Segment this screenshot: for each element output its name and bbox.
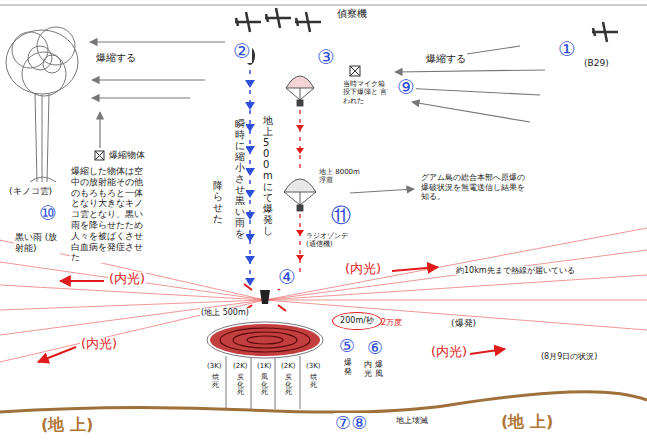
aircraft (235, 8, 618, 42)
cloud-label: (キノコ雲) (8, 186, 53, 196)
distance-label: (2K) (280, 362, 297, 370)
vertical-note: 爆風 (374, 361, 384, 379)
aircraft-label: (B29) (583, 58, 610, 68)
note-text: 爆縮した物体は空中の放射能その他のもろもろと一体となり大きなキノコ雲となり、黒い… (70, 166, 152, 263)
aircraft-label: 偵察機 (336, 8, 368, 20)
arrow-label: 爆縮する (95, 52, 137, 64)
flash-arrows (38, 267, 505, 362)
death-label: 炭化死 (236, 374, 245, 397)
ground-label: (地 上) (500, 413, 554, 431)
ground-line (0, 392, 647, 412)
circled-value: 200m/秒 (332, 312, 382, 330)
distance-label: (1K) (256, 362, 273, 370)
rain-label: 黒い雨 (放射能) (14, 232, 60, 254)
callout-number: ① (557, 38, 577, 61)
vertical-note: 地上500mにて爆発し (262, 115, 274, 236)
distance-label: (2K) (232, 362, 249, 370)
date-label: (8月9日の状況) (540, 352, 598, 361)
implosion-arrows (90, 42, 545, 193)
altitude-label: 地上 8000m浮遊 (318, 168, 362, 185)
death-label: 焼死 (309, 374, 318, 389)
object-label: 爆縮物体 (108, 150, 146, 160)
note-text: グアム島の総合本部へ原爆の爆破状況を無電送信し結果を知る。 (420, 173, 532, 202)
mushroom-cloud (6, 27, 78, 182)
sonde-box-symbol (350, 66, 360, 76)
parachute (284, 76, 316, 211)
temperature-label: 2万度 (380, 318, 403, 327)
altitude-label: (地上 500m) (200, 308, 250, 317)
flash-label: (内光) (80, 337, 118, 352)
callout-number: ③ (316, 46, 336, 69)
ground-label: (地 上) (40, 416, 94, 434)
zone-lines (226, 356, 300, 409)
distance-label: (3K) (206, 362, 223, 370)
death-label: 焼死 (211, 374, 220, 389)
vertical-note: 爆発 (343, 359, 353, 377)
detonation-bomb (260, 290, 270, 304)
callout-number: ② (232, 40, 252, 63)
bomb-box-symbol (95, 151, 104, 160)
callout-number: ⑪ (330, 204, 352, 227)
callout-number: ⑩ (38, 202, 58, 225)
callout-number: ⑥ (366, 338, 384, 359)
flash-label: (内光) (344, 262, 382, 277)
callout-number: ⑨ (396, 76, 416, 99)
sonde-box-symbol (350, 66, 360, 76)
bomb-box-symbol (95, 151, 104, 160)
callout-number: ⑤ (338, 336, 356, 357)
fall-path-red (296, 110, 304, 275)
damage-label: 地上壊滅 (395, 416, 429, 425)
callout-number: ⑦⑧ (334, 413, 368, 434)
flash-label: (内光) (108, 272, 146, 287)
vertical-note: 降らせた (212, 180, 224, 224)
vertical-note: 内光 (363, 361, 373, 379)
death-label: 風化死 (260, 374, 269, 397)
vertical-note: 瞬時に縮小させ黒い雨を (234, 118, 246, 239)
blast-label: (爆発) (450, 318, 477, 328)
arrow-label: 爆縮する (425, 53, 467, 65)
flash-label: (内光) (430, 345, 468, 360)
note-text: 当時マイク箱 投下爆弾と 言われた (342, 80, 392, 105)
sonde-label: ラジオゾンデ (通信機) (305, 232, 355, 249)
callout-number: ④ (277, 266, 297, 289)
distance-label: (3K) (305, 362, 322, 370)
heat-note: 約10km先まで熱線が届いている (455, 266, 576, 275)
frame-line (0, 5, 647, 6)
fireball (207, 322, 323, 358)
node-text: 200m/秒 (340, 316, 374, 325)
fall-path-blue (245, 70, 255, 286)
death-label: 炭化死 (284, 374, 293, 397)
